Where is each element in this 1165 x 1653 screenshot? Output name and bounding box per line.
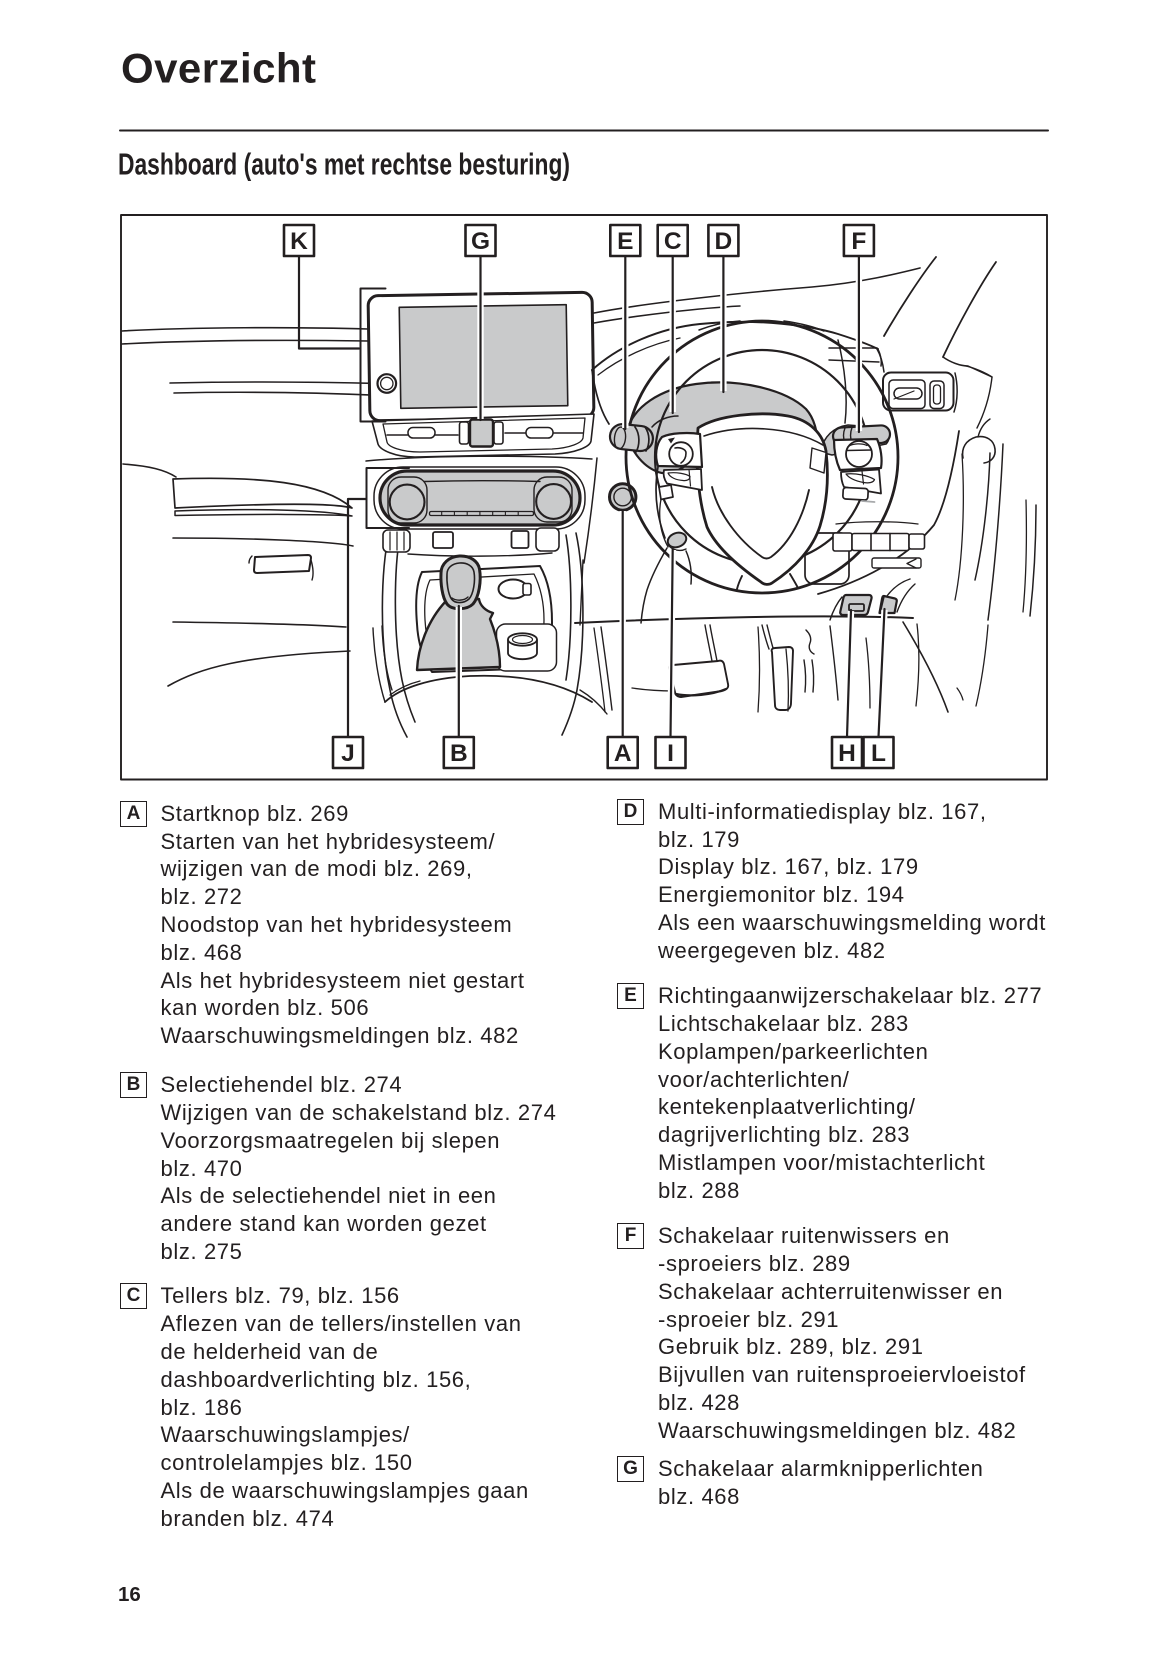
svg-text:G: G (471, 228, 490, 255)
svg-text:K: K (290, 228, 308, 255)
svg-text:A: A (614, 740, 632, 767)
svg-text:L: L (871, 740, 886, 767)
svg-text:H: H (838, 740, 856, 767)
svg-text:J: J (341, 740, 355, 767)
svg-text:B: B (450, 740, 468, 767)
svg-text:F: F (851, 228, 866, 255)
svg-text:E: E (617, 228, 633, 255)
svg-text:C: C (664, 228, 682, 255)
svg-text:D: D (715, 228, 733, 255)
svg-text:I: I (667, 740, 674, 767)
svg-text:Dashboard (auto's met rechtse: Dashboard (auto's met rechtse besturing) (118, 147, 570, 182)
svg-text:Overzicht: Overzicht (121, 45, 316, 92)
